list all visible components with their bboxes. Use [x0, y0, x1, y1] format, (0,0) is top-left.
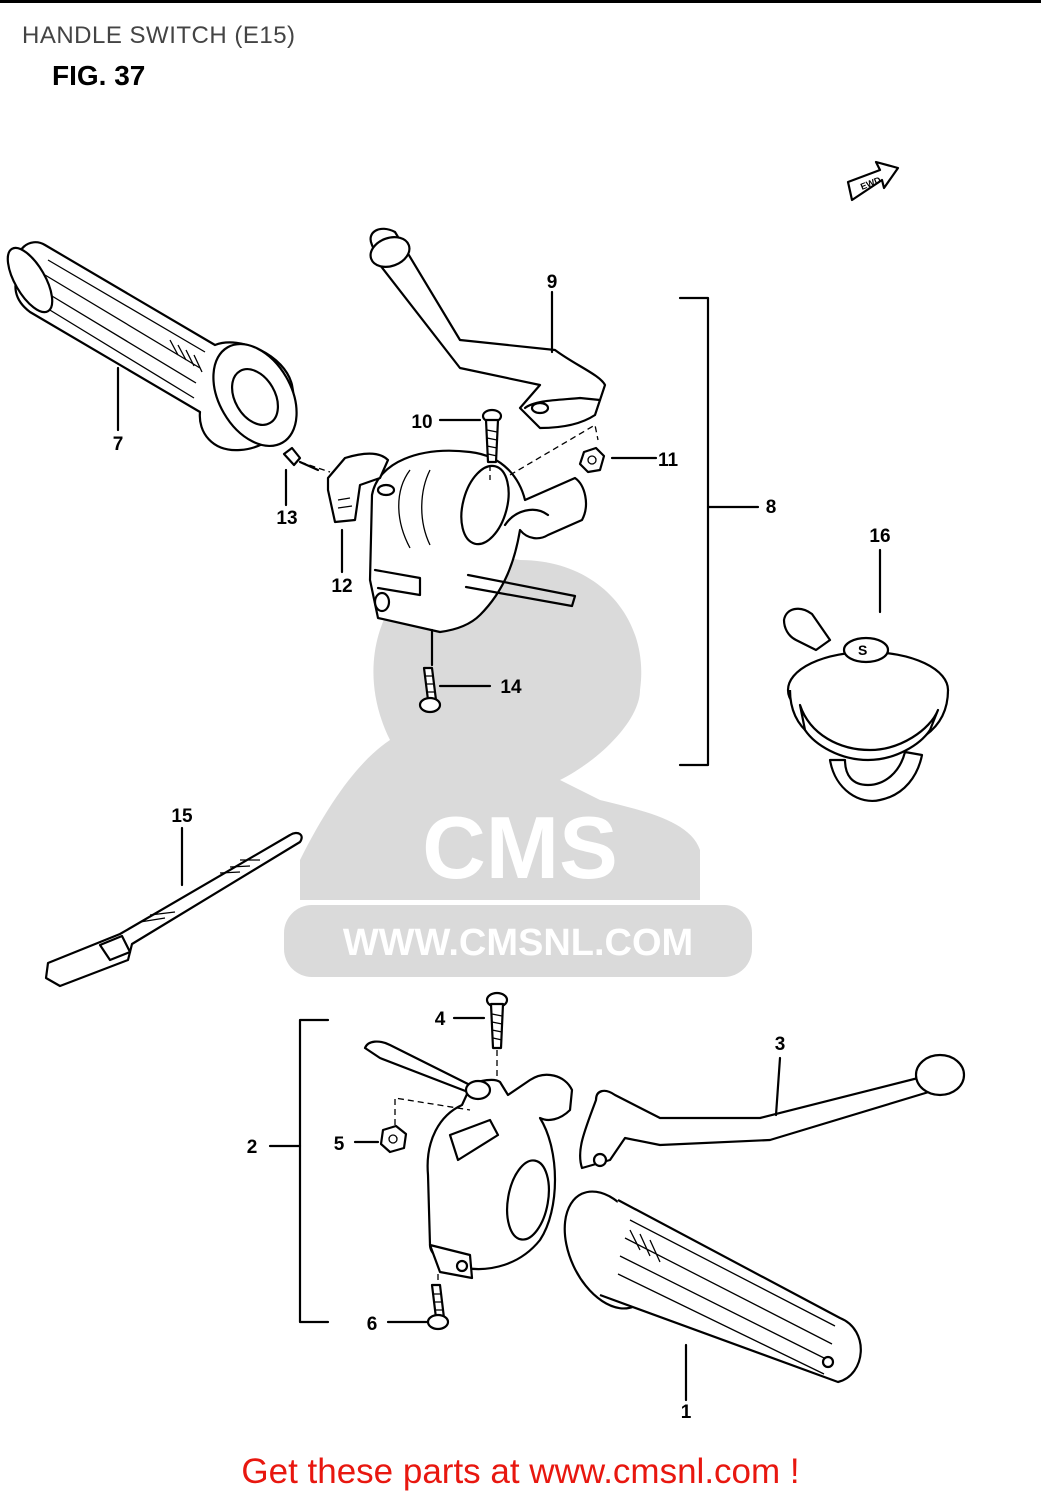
figure-number: FIG. 37 — [52, 60, 146, 91]
callout-14: 14 — [500, 677, 522, 698]
upper-lever — [369, 227, 607, 430]
switch-knob — [326, 452, 390, 524]
callout-16: 16 — [869, 526, 890, 547]
lower-lever — [578, 1053, 966, 1170]
page-title: HANDLE SWITCH (E15) — [22, 22, 296, 49]
callout-5: 5 — [334, 1134, 345, 1155]
nut-5 — [379, 1124, 408, 1154]
callout-labels: 9 10 11 8 7 13 12 14 16 15 4 3 5 2 6 1 — [113, 272, 891, 1423]
watermark-url-badge — [284, 905, 752, 977]
svg-text:S: S — [858, 642, 867, 658]
forward-arrow-icon: EWD — [846, 160, 900, 202]
watermark-logo-text: CMS — [422, 798, 618, 897]
callout-8: 8 — [766, 497, 777, 518]
horn: S — [782, 607, 950, 803]
screw-14 — [418, 666, 442, 714]
header-rule — [0, 0, 1041, 3]
callout-7: 7 — [113, 434, 124, 455]
watermark-url-text: WWW.CMSNL.COM — [343, 922, 693, 964]
callout-2: 2 — [247, 1137, 258, 1158]
callout-13: 13 — [276, 508, 297, 529]
callout-10: 10 — [411, 412, 432, 433]
callout-3: 3 — [775, 1034, 786, 1055]
screw-10 — [481, 408, 503, 464]
callout-1: 1 — [681, 1402, 692, 1423]
callout-12: 12 — [331, 576, 352, 597]
right-grip — [563, 1190, 862, 1384]
callout-15: 15 — [171, 806, 193, 827]
callout-11: 11 — [658, 450, 679, 471]
upper-switch-housing — [368, 449, 588, 634]
cable-tie — [44, 831, 303, 988]
left-grip — [6, 241, 298, 452]
screw-6 — [426, 1283, 450, 1331]
callout-6: 6 — [367, 1314, 378, 1335]
nut-11 — [578, 446, 606, 474]
callout-4: 4 — [435, 1009, 446, 1030]
callout-9: 9 — [547, 272, 558, 293]
leader-lines — [116, 290, 882, 1402]
footer-link-text[interactable]: Get these parts at www.cmsnl.com ! — [241, 1452, 800, 1491]
watermark: CMS WWW.CMSNL.COM — [284, 557, 752, 977]
lower-switch-housing — [363, 1040, 574, 1280]
watermark-mascot-icon — [300, 557, 700, 900]
screw-4 — [485, 991, 509, 1050]
